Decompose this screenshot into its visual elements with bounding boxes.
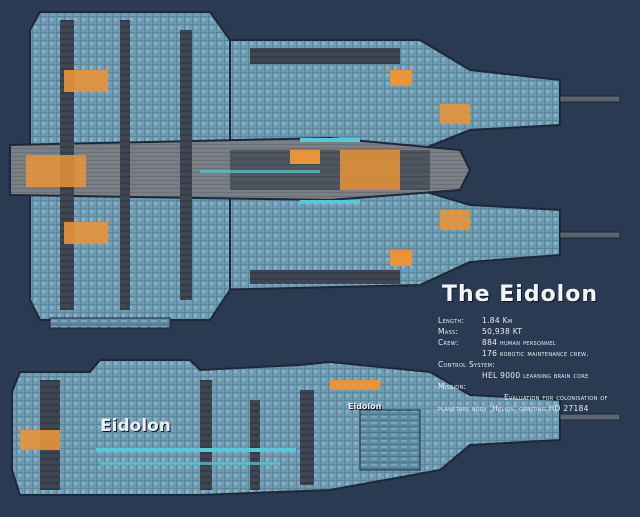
hull-name-small: Eidolon [348, 402, 382, 411]
spec-crew: Crew: 884 human personnel [438, 338, 556, 347]
spec-mission-line1: Evaluation for colonisation of [504, 393, 608, 402]
spec-control-value: HEL 9000 learning brain core [482, 371, 589, 380]
hull-name-large: Eidolon [100, 416, 171, 436]
spec-crew-line2: 176 robotic maintenance crew. [482, 349, 590, 358]
top-view-ship [9, 11, 621, 329]
spec-list: Length: 1.84 Km Mass: 50,938 KT Crew: 88… [438, 315, 634, 414]
ship-title: The Eidolon [442, 282, 598, 307]
spec-mission-label: Mission: [438, 382, 467, 391]
spec-length: Length: 1.84 Km [438, 316, 513, 325]
side-view-ship [11, 359, 621, 496]
spec-mass: Mass: 50,938 KT [438, 327, 523, 336]
spec-mission-line2: planetary body 'Helios' orbiting HD 2718… [438, 404, 589, 413]
spec-control-label: Control System: [438, 360, 496, 369]
spec-panel: The Eidolon Length: 1.84 Km Mass: 50,938… [438, 282, 634, 414]
